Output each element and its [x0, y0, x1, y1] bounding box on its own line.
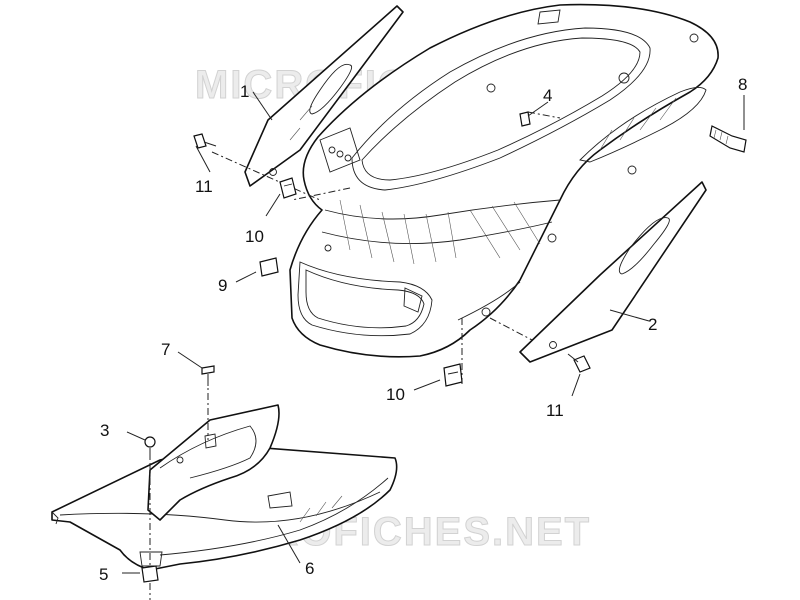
screw-icon-3	[144, 436, 156, 460]
clip-icon-5	[141, 565, 159, 583]
callout-8: 8	[738, 75, 747, 94]
clip-nut-icon-lower	[443, 363, 463, 387]
alignment-lines	[149, 111, 561, 600]
callout-7: 7	[161, 340, 170, 359]
callout-3: 3	[100, 421, 109, 440]
rear-body-cover	[289, 3, 719, 358]
clip-nut-icon	[279, 177, 297, 199]
callout-9: 9	[218, 276, 227, 295]
callout-1: 1	[240, 82, 249, 101]
callout-10-upper: 10	[245, 227, 264, 246]
rivet-icon	[709, 125, 747, 153]
callout-10-lower: 10	[386, 385, 405, 404]
side-strip-right	[519, 181, 707, 363]
screw-icon-right	[567, 353, 591, 373]
under-tray	[51, 444, 398, 571]
callout-2: 2	[648, 315, 657, 334]
under-tray-inner	[147, 404, 280, 521]
leader-lines	[122, 91, 745, 574]
screw-icon	[193, 133, 217, 149]
screw-icon-7	[201, 365, 215, 386]
callout-4: 4	[543, 86, 552, 105]
callout-6: 6	[305, 559, 314, 578]
clip-icon	[259, 257, 279, 277]
callout-5: 5	[99, 565, 108, 584]
callout-11-left: 11	[195, 177, 213, 196]
side-strip-left	[244, 5, 404, 187]
grommet-icon	[519, 111, 531, 127]
callout-11-right: 11	[546, 401, 564, 420]
